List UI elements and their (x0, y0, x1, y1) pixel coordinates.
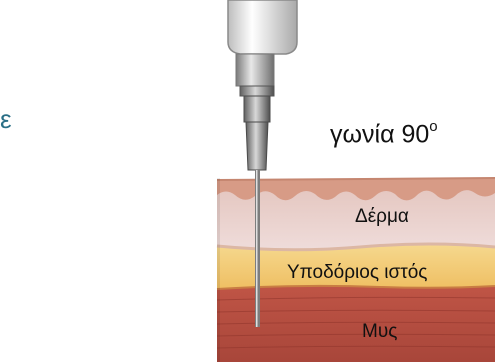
subcutaneous-label: Υποδόριος ιστός (287, 262, 427, 284)
muscle-label: Μυς (362, 321, 397, 343)
skin-label: Δέρμα (355, 206, 409, 228)
cropped-text: ε (0, 104, 12, 135)
syringe-icon (228, 0, 297, 170)
needle-icon (255, 170, 260, 327)
degree-superscript: o (429, 118, 437, 135)
angle-label: γωνία 90o (330, 120, 438, 149)
angle-text: γωνία 90 (330, 120, 429, 148)
